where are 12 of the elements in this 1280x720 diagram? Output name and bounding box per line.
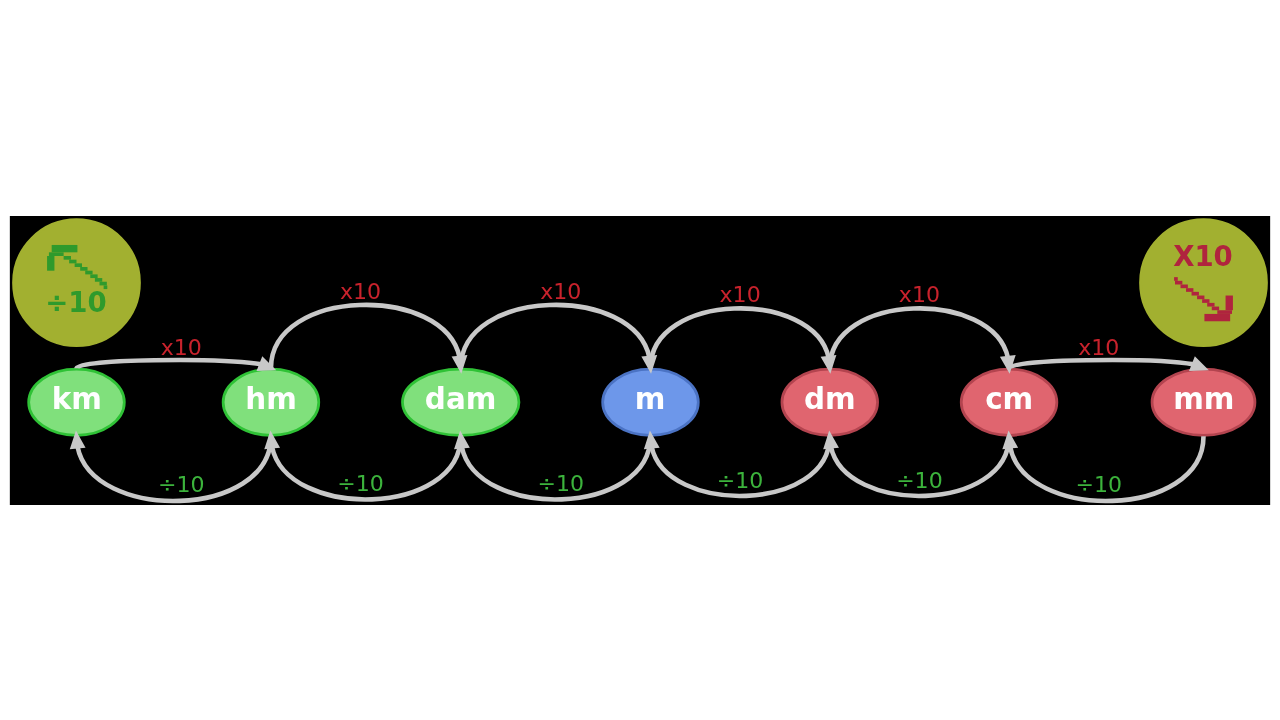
edge-label: ÷10 xyxy=(896,467,943,493)
edge-label: ÷10 xyxy=(716,467,764,493)
edge-label: x10 xyxy=(160,334,202,360)
edge-label: ÷10 xyxy=(337,470,384,496)
edge-label: x10 xyxy=(340,278,382,304)
edge-label: ÷10 xyxy=(1075,471,1122,497)
edge-label: x10 xyxy=(540,278,582,304)
edge-label: x10 xyxy=(719,281,761,307)
edge-label: ÷10 xyxy=(537,470,585,496)
edge-label: x10 xyxy=(1078,334,1120,360)
edge-label: ÷10 xyxy=(158,471,205,497)
edge-label: x10 xyxy=(898,281,940,307)
